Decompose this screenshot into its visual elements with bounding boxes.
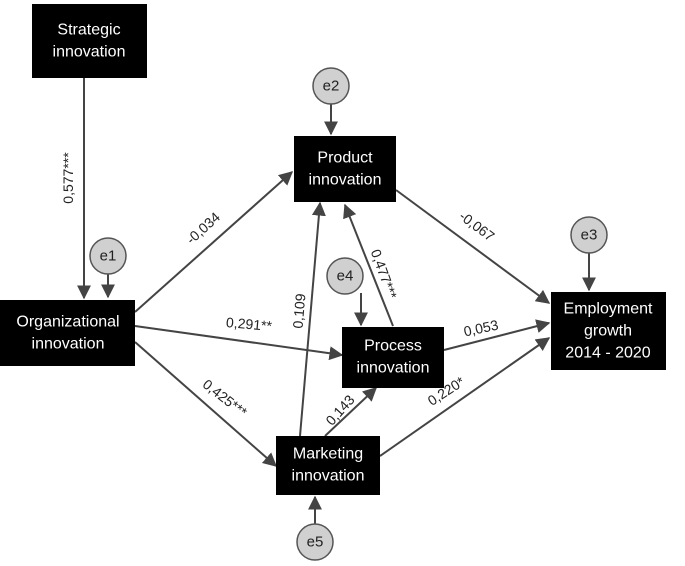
- error-e4: e4: [326, 257, 368, 327]
- edge-marketing-to-product: [299, 201, 326, 437]
- edge-process-to-employment: [443, 319, 551, 351]
- error-e1: e1: [89, 237, 127, 299]
- node-label-line: innovation: [53, 44, 126, 61]
- node-organizational-innovation: Organizational innovation: [0, 300, 135, 366]
- error-e2: e2: [312, 67, 350, 136]
- error-e4-label: e4: [337, 268, 354, 285]
- node-organizational-innovation-label: Organizational innovation: [16, 314, 119, 353]
- error-e5: e5: [296, 495, 334, 561]
- node-label-line: innovation: [357, 360, 430, 377]
- coef-marketing-to-product: 0,109: [290, 293, 309, 330]
- node-label-line: Organizational: [16, 314, 119, 331]
- edge-process-to-product: [343, 203, 394, 327]
- node-process-innovation-label: Process innovation: [357, 338, 430, 377]
- node-label-line: growth: [584, 323, 632, 340]
- coef-process-to-employment: 0,053: [462, 316, 500, 339]
- coef-organizational-to-process: 0,291**: [225, 314, 273, 334]
- coef-organizational-to-product: -0,034: [183, 209, 223, 248]
- node-marketing-innovation-label: Marketing innovation: [292, 446, 365, 485]
- node-strategic-innovation-label: Strategic innovation: [53, 22, 126, 61]
- node-label-line: innovation: [292, 468, 365, 485]
- node-label-line: innovation: [309, 172, 382, 189]
- coef-organizational-to-marketing: 0,425***: [200, 376, 251, 421]
- edge-marketing-to-employment: [379, 337, 551, 457]
- node-employment-growth: Employment growth 2014 - 2020: [551, 292, 666, 370]
- error-e3: e3: [570, 216, 608, 292]
- node-label-line: Process: [364, 338, 422, 355]
- error-e3-label: e3: [581, 227, 598, 244]
- node-employment-growth-label: Employment growth 2014 - 2020: [564, 301, 653, 362]
- node-label-line: 2014 - 2020: [565, 345, 651, 362]
- coef-strategic-to-organizational: 0,577***: [60, 152, 76, 204]
- error-e5-label: e5: [307, 534, 324, 551]
- node-label-line: Product: [317, 150, 373, 167]
- node-label-line: innovation: [32, 336, 105, 353]
- node-marketing-innovation: Marketing innovation: [276, 436, 380, 495]
- node-label-line: Employment: [564, 301, 653, 318]
- node-product-innovation: Product innovation: [294, 136, 396, 202]
- error-e1-label: e1: [100, 248, 117, 265]
- node-process-innovation: Process innovation: [342, 327, 444, 388]
- edge-organizational-to-marketing: [134, 341, 278, 467]
- node-label-line: Marketing: [293, 446, 363, 463]
- node-strategic-innovation: Strategic innovation: [32, 4, 147, 78]
- edge-organizational-to-product: [134, 171, 294, 313]
- node-product-innovation-label: Product innovation: [309, 150, 382, 189]
- edge-marketing-to-process: [324, 387, 378, 437]
- error-e2-label: e2: [323, 78, 340, 95]
- node-label-line: Strategic: [57, 22, 120, 39]
- edge-product-to-employment: [395, 189, 551, 304]
